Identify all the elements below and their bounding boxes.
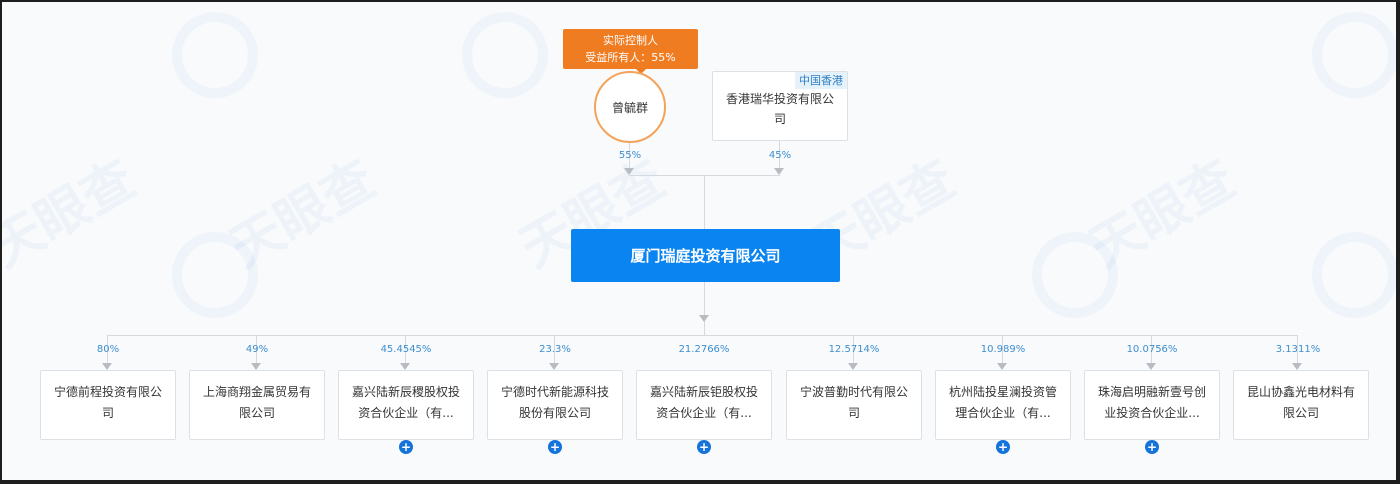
- watermark-logo-icon: [1032, 232, 1118, 318]
- connector-line: [554, 335, 555, 363]
- watermark-logo-icon: [1312, 12, 1396, 98]
- watermark-logo-icon: [172, 12, 258, 98]
- investment-node[interactable]: 宁德前程投资有限公司: [40, 370, 176, 440]
- company-name: 宁波普勤时代有限公司: [799, 385, 908, 420]
- expand-plus-icon[interactable]: +: [697, 440, 711, 454]
- arrow-down-icon: [848, 363, 858, 370]
- beneficial-owner-label: 受益所有人：55%: [585, 51, 676, 64]
- arrow-down-icon: [251, 363, 261, 370]
- company-name: 珠海启明融新壹号创业投资合伙企业...: [1097, 385, 1206, 420]
- company-name: 嘉兴陆新辰稷股权投资合伙企业（有...: [351, 385, 460, 420]
- controller-label: 实际控制人: [603, 34, 658, 47]
- share-percent: 45.4545%: [380, 344, 432, 355]
- investment-node[interactable]: 杭州陆投星澜投资管理合伙企业（有...: [935, 370, 1071, 440]
- company-name: 昆山协鑫光电材料有限公司: [1246, 385, 1355, 420]
- share-percent: 49%: [245, 344, 269, 355]
- company-name: 香港瑞华投资有限公司: [725, 92, 834, 126]
- investment-node[interactable]: 宁波普勤时代有限公司: [786, 370, 922, 440]
- arrow-down-icon: [1292, 363, 1302, 370]
- region-badge: 中国香港: [795, 72, 847, 89]
- tag-pointer: [636, 69, 646, 74]
- arrow-down-icon: [1146, 363, 1156, 370]
- company-name: 上海商翔金属贸易有限公司: [202, 385, 311, 420]
- connector-line: [704, 282, 705, 335]
- watermark-text: 天眼查: [220, 149, 386, 280]
- arrow-down-icon: [624, 168, 634, 175]
- company-name: 宁德时代新能源科技股份有限公司: [500, 385, 609, 420]
- company-name: 宁德前程投资有限公司: [53, 385, 162, 420]
- connector-line: [1297, 335, 1298, 363]
- arrow-down-icon: [699, 315, 709, 322]
- arrow-down-icon: [400, 363, 410, 370]
- share-percent: 21.2766%: [678, 344, 730, 355]
- watermark-text: 天眼查: [1080, 149, 1246, 280]
- actual-controller-tag: 实际控制人 受益所有人：55%: [563, 29, 698, 74]
- share-percent: 3.1311%: [1275, 344, 1321, 355]
- share-percent: 10.989%: [980, 344, 1026, 355]
- person-name: 曾毓群: [611, 100, 648, 115]
- share-percent: 80%: [96, 344, 120, 355]
- share-percent: 12.5714%: [828, 344, 880, 355]
- connector-line: [629, 143, 630, 168]
- investment-node[interactable]: 嘉兴陆新辰钜股权投资合伙企业（有...: [636, 370, 772, 440]
- arrow-down-icon: [997, 363, 1007, 370]
- arrow-down-icon: [102, 363, 112, 370]
- expand-plus-icon[interactable]: +: [996, 440, 1010, 454]
- arrow-down-icon: [774, 168, 784, 175]
- share-percent: 45%: [768, 150, 792, 161]
- connector-line: [853, 335, 854, 363]
- investment-node[interactable]: 宁德时代新能源科技股份有限公司: [487, 370, 623, 440]
- connector-line: [704, 175, 705, 229]
- connector-line: [256, 335, 257, 363]
- shareholder-person-node[interactable]: 曾毓群: [594, 71, 666, 143]
- connector-line: [779, 141, 780, 168]
- expand-plus-icon[interactable]: +: [399, 440, 413, 454]
- main-company-name: 厦门瑞庭投资有限公司: [630, 247, 781, 265]
- watermark-logo-icon: [172, 232, 258, 318]
- investment-node[interactable]: 嘉兴陆新辰稷股权投资合伙企业（有...: [338, 370, 474, 440]
- arrow-down-icon: [549, 363, 559, 370]
- investment-node[interactable]: 上海商翔金属贸易有限公司: [189, 370, 325, 440]
- main-company-node[interactable]: 厦门瑞庭投资有限公司: [571, 229, 840, 282]
- connector-line: [107, 335, 1297, 336]
- share-percent: 23.3%: [539, 344, 571, 355]
- connector-line: [1002, 335, 1003, 363]
- expand-plus-icon[interactable]: +: [1145, 440, 1159, 454]
- investment-node[interactable]: 昆山协鑫光电材料有限公司: [1233, 370, 1369, 440]
- investment-node[interactable]: 珠海启明融新壹号创业投资合伙企业...: [1084, 370, 1220, 440]
- watermark-logo-icon: [1312, 232, 1396, 318]
- connector-line: [405, 335, 406, 363]
- company-name: 杭州陆投星澜投资管理合伙企业（有...: [948, 385, 1057, 420]
- watermark-text: 天眼查: [2, 149, 146, 280]
- watermark-logo-icon: [462, 12, 548, 98]
- connector-line: [1151, 335, 1152, 363]
- connector-line: [107, 335, 108, 363]
- expand-plus-icon[interactable]: +: [548, 440, 562, 454]
- shareholder-company-node[interactable]: 中国香港 香港瑞华投资有限公司: [712, 71, 848, 141]
- share-percent: 55%: [618, 150, 642, 161]
- company-name: 嘉兴陆新辰钜股权投资合伙企业（有...: [649, 385, 758, 420]
- share-percent: 10.0756%: [1126, 344, 1178, 355]
